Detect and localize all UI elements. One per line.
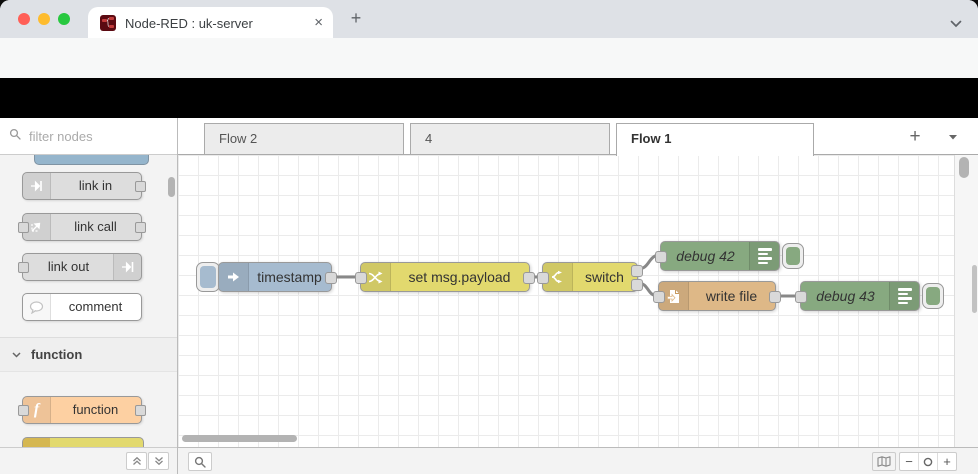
collapse-all-button[interactable] [126,452,147,470]
node-input-port[interactable] [355,272,367,284]
zoom-controls: − + [899,452,957,471]
flow-canvas[interactable]: timestamp set msg.payload switch [178,155,978,447]
canvas-search-button[interactable] [188,452,212,471]
chevron-down-icon [12,351,21,358]
node-output-port-2[interactable] [631,279,643,291]
node-input-port[interactable] [655,251,667,263]
node-label: write file [705,288,758,304]
node-port[interactable] [18,222,29,233]
node-label: debug 42 [676,248,735,264]
debug-output-icon [889,282,919,310]
flow-tab-flow1-active[interactable]: Flow 1 [616,123,814,156]
flow-list-chevron-icon[interactable] [942,126,964,148]
flow-tab-4[interactable]: 4 [410,123,610,154]
palette-node-label: link out [47,259,90,274]
canvas-horizontal-scrollbar[interactable] [182,435,297,442]
flow-tab-flow2[interactable]: Flow 2 [204,123,404,154]
node-port[interactable] [18,405,29,416]
palette-search[interactable] [0,118,177,155]
file-node[interactable]: write file [653,281,781,311]
node-output-port[interactable] [523,272,535,284]
browser-toolbar: Not Secure uk-server:2718/#flow/a5d542fc… [0,38,978,110]
node-output-port[interactable] [325,272,337,284]
flow-tab-label: 4 [425,131,433,146]
palette-scroll-area: link in link call link out [0,155,177,447]
link-out-icon [113,254,141,280]
node-label: set msg.payload [408,269,511,285]
palette-category-function[interactable]: function [0,337,177,372]
node-output-port[interactable] [769,291,781,303]
palette-node-partial-top[interactable] [34,155,149,165]
palette-node-partial-bottom[interactable] [22,437,144,447]
palette-node-label: link call [74,219,117,234]
node-label: timestamp [257,269,322,285]
tab-title: Node-RED : uk-server [125,16,253,31]
debug-toggle-button[interactable] [782,243,804,269]
fullscreen-window-button[interactable] [58,13,70,25]
node-port[interactable] [135,222,146,233]
flow-tab-bar: Flow 2 4 Flow 1 + [178,118,978,156]
node-input-port[interactable] [795,291,807,303]
palette-node-comment[interactable]: comment [22,293,142,321]
node-red-favicon [100,15,116,31]
debug-node-42[interactable]: debug 42 [655,241,780,271]
workspace-footer: − + [178,447,978,474]
page-scrollbar[interactable] [972,265,977,313]
navigator-map-button[interactable] [872,452,896,471]
palette-node-link-in[interactable]: link in [22,172,146,200]
palette-node-label: comment [68,299,123,314]
new-tab-button[interactable]: + [350,8,362,28]
minimize-window-button[interactable] [38,13,50,25]
category-label: function [31,347,83,362]
inject-node[interactable]: timestamp [218,262,337,292]
comment-icon [23,294,51,320]
node-port[interactable] [135,181,146,192]
expand-all-button[interactable] [148,452,169,470]
switch-icon [543,263,573,291]
debug-node-43[interactable]: debug 43 [795,281,920,311]
node-input-port[interactable] [537,272,549,284]
node-port[interactable] [135,405,146,416]
canvas-vertical-scrollbar[interactable] [959,157,969,178]
palette-scrollbar[interactable] [168,177,175,197]
tab-close-icon[interactable]: × [314,14,323,31]
flow-tab-label: Flow 2 [219,131,258,146]
zoom-out-button[interactable]: − [905,454,913,469]
node-label: switch [585,269,624,285]
palette-node-link-out[interactable]: link out [18,253,142,281]
palette-node-label: link in [78,178,113,193]
node-port[interactable] [18,262,29,273]
switch-node[interactable]: switch [537,262,643,292]
zoom-in-button[interactable]: + [937,453,956,470]
palette-sidebar: link in link call link out [0,118,178,474]
titlebar: Node-RED : uk-server × + [0,0,978,38]
node-output-port-1[interactable] [631,265,643,277]
canvas-gutter [955,155,978,447]
zoom-reset-button[interactable] [918,453,937,470]
inject-icon [219,263,249,291]
flow-tab-label: Flow 1 [631,131,672,146]
search-icon [9,127,21,145]
inject-trigger-button[interactable] [196,262,220,292]
palette-node-label: function [72,402,119,417]
debug-toggle-button[interactable] [922,283,944,309]
node-input-port[interactable] [653,291,665,303]
palette-node-function[interactable]: f function [18,396,146,424]
add-flow-button[interactable]: + [909,126,921,147]
link-in-icon [23,173,51,199]
tab-search-chevron-icon[interactable] [950,15,962,33]
palette-node-link-call[interactable]: link call [18,213,146,241]
node-red-header: Node-RED Deploy [0,78,978,191]
node-label: debug 43 [816,288,875,304]
workspace: Flow 2 4 Flow 1 + [178,118,978,474]
filter-nodes-input[interactable] [27,127,161,145]
debug-output-icon [749,242,779,270]
palette-footer [0,447,177,474]
browser-tab[interactable]: Node-RED : uk-server × [88,7,333,38]
close-window-button[interactable] [18,13,30,25]
change-node[interactable]: set msg.payload [355,262,535,292]
